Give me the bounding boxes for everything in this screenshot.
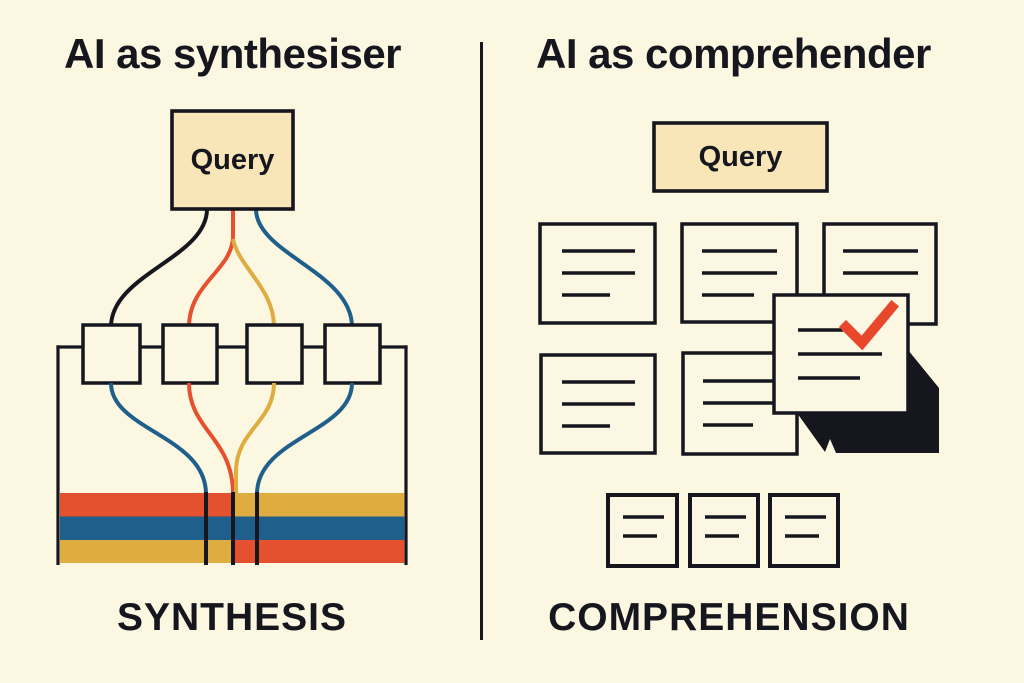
source-box-1	[81, 323, 142, 385]
checkmark-icon	[838, 299, 900, 351]
left-panel-title: AI as synthesiser	[64, 30, 402, 77]
source-box-3	[245, 323, 304, 385]
comprehender-diagram	[538, 222, 939, 568]
flow-line-blue-top	[254, 208, 354, 328]
flow-line-red-top	[187, 209, 235, 328]
source-box-4	[323, 323, 382, 385]
query-label-left: Query	[190, 143, 275, 176]
flow-line-black	[109, 208, 209, 328]
flow-line-blue-bottom-right	[255, 382, 354, 495]
query-box-right	[652, 121, 829, 193]
synthesis-stripes	[60, 493, 405, 563]
flow-line-blue-bottom-left	[109, 382, 208, 495]
snippet-doc-2	[688, 493, 760, 568]
document-card-1	[538, 222, 657, 325]
snippet-doc-1	[606, 493, 679, 568]
source-box-2	[161, 323, 219, 385]
snippet-doc-3	[768, 493, 840, 568]
synthesis-caption: SYNTHESIS	[116, 596, 348, 639]
query-label-right: Query	[698, 140, 783, 173]
flow-line-red-bottom	[187, 382, 235, 495]
query-box-left	[170, 109, 295, 211]
document-card-4	[539, 353, 657, 455]
comprehension-caption: COMPREHENSION	[548, 596, 910, 639]
selected-card-shadow	[797, 350, 939, 453]
synthesiser-diagram	[56, 208, 408, 565]
right-panel-title: AI as comprehender	[536, 30, 931, 77]
selected-document-card	[772, 293, 910, 415]
flow-line-yellow-bottom	[234, 382, 276, 493]
flow-line-yellow-top	[231, 238, 276, 328]
